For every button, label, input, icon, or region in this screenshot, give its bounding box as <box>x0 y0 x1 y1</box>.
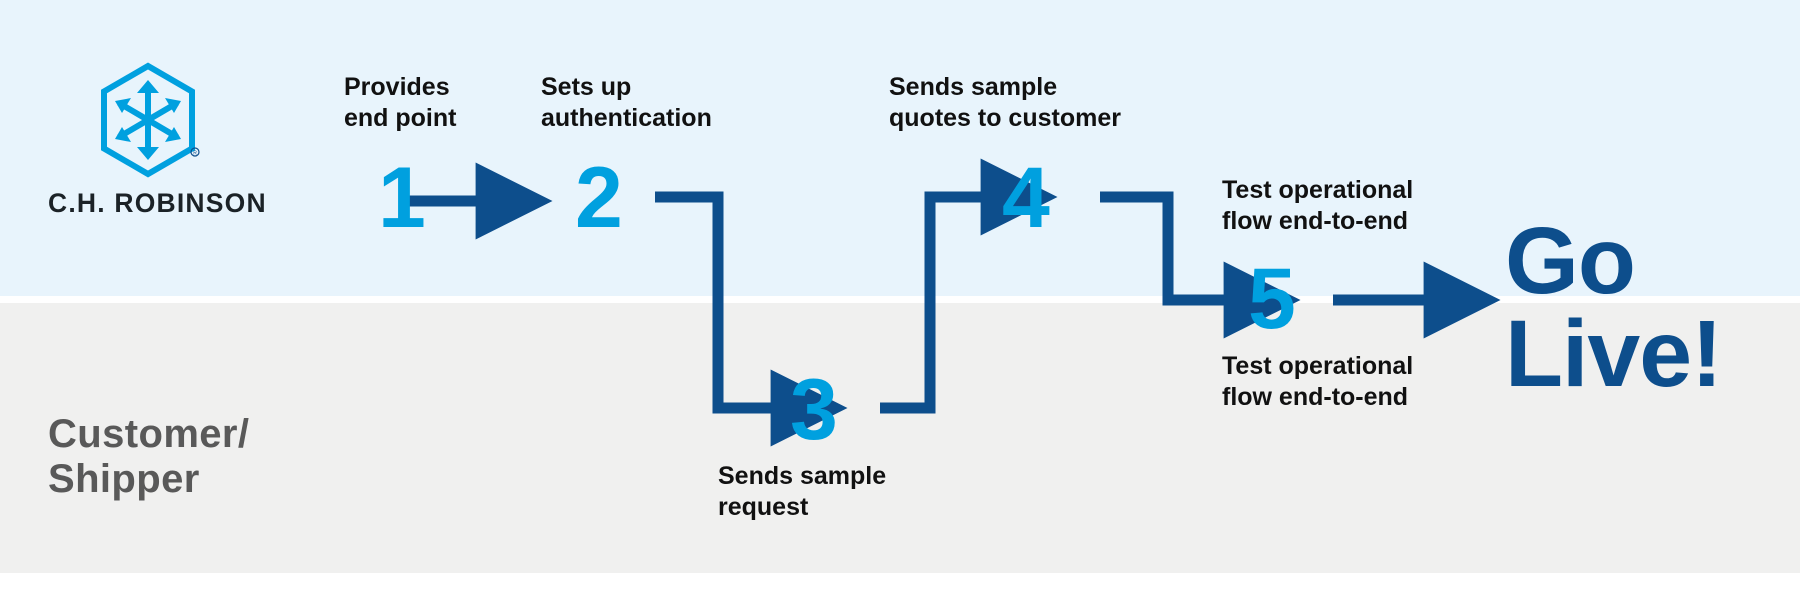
brand-wordmark: C.H. ROBINSON <box>48 188 267 218</box>
step-5-number: 5 <box>1248 251 1296 347</box>
step-2-number: 2 <box>575 150 623 246</box>
svg-text:R: R <box>193 151 197 157</box>
step-3-caption: Sends sample request <box>718 462 887 521</box>
step-4-caption: Sends sample quotes to customer <box>889 73 1121 132</box>
step-5-caption-below: Test operational flow end-to-end <box>1222 352 1414 411</box>
step-1-caption: Provides end point <box>344 73 457 132</box>
step-2-caption: Sets up authentication <box>541 73 712 132</box>
step-5-caption-above: Test operational flow end-to-end <box>1222 176 1414 235</box>
lane-label-customer-shipper: Customer/ Shipper <box>48 412 250 501</box>
brand-logo: R C.H. ROBINSON <box>48 62 267 219</box>
step-3-number: 3 <box>790 362 838 458</box>
ch-robinson-hexagon-icon: R <box>101 62 200 178</box>
step-4-number: 4 <box>1002 150 1050 246</box>
go-live-label: Go Live! <box>1505 208 1723 408</box>
step-1-number: 1 <box>378 150 426 246</box>
